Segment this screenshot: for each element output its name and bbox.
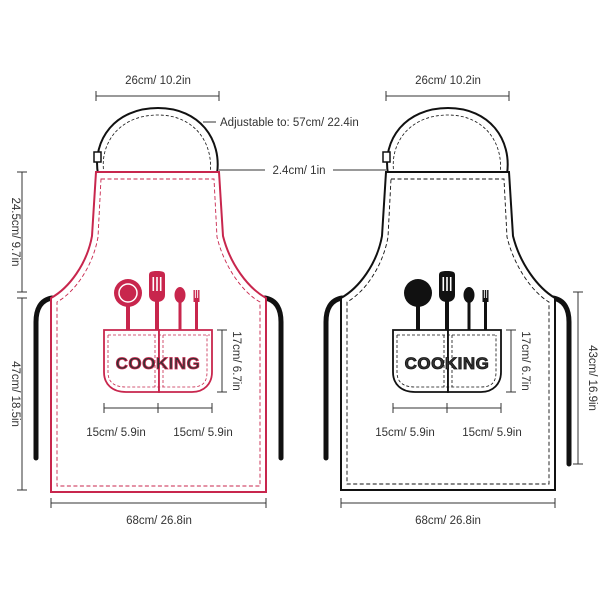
neck-width-label: 26cm/ 10.2in <box>125 75 191 87</box>
fork-icon <box>193 290 200 332</box>
utensil-set <box>404 271 489 332</box>
neck-strap <box>386 106 509 175</box>
strap-buckle-icon <box>93 151 102 163</box>
bottom-width-label: 68cm/ 26.8in <box>126 515 192 527</box>
pocket-left-width-label: 15cm/ 5.9in <box>86 427 145 439</box>
pocket-text: COOKING <box>405 354 490 373</box>
apron-stitching <box>56 178 261 487</box>
waist-tie-left <box>323 295 345 461</box>
strap-buckle-icon <box>382 151 391 163</box>
spoon-icon <box>463 287 475 332</box>
pocket-text: COOKING <box>116 354 201 373</box>
neck-strap <box>96 106 219 175</box>
strap-width-label: 2.4cm/ 1in <box>272 165 325 177</box>
spatula-icon <box>149 271 165 332</box>
dimension-lines <box>17 91 583 508</box>
pocket-left-width-label: 15cm/ 5.9in <box>375 427 434 439</box>
waist-tie-left <box>33 295 55 461</box>
bib-height-label: 24.5cm/ 9.7in <box>9 197 21 266</box>
apron-stitching <box>346 178 550 485</box>
frying-pan-icon <box>404 279 432 332</box>
pocket-stitching <box>396 334 497 388</box>
skirt-height-label: 47cm/ 18.5in <box>9 361 21 427</box>
spatula-icon <box>439 271 455 332</box>
fork-icon <box>482 290 489 332</box>
apron-pink: COOKING <box>33 106 284 493</box>
pocket-left <box>392 329 449 393</box>
pocket-left <box>103 329 160 393</box>
neck-width-label: 26cm/ 10.2in <box>415 75 481 87</box>
pocket-right-width-label: 15cm/ 5.9in <box>462 427 521 439</box>
pocket-height-label: 17cm/ 6.7in <box>519 331 531 390</box>
adjustable-label: Adjustable to: 57cm/ 22.4in <box>220 117 359 129</box>
bottom-width-label: 68cm/ 26.8in <box>415 515 481 527</box>
pocket-right-width-label: 15cm/ 5.9in <box>173 427 232 439</box>
apron-black: COOKING <box>323 106 572 491</box>
pocket-stitching <box>107 334 210 388</box>
frying-pan-icon <box>114 279 142 332</box>
waist-tie-right <box>262 295 284 461</box>
pocket-right <box>447 329 502 393</box>
spoon-icon <box>174 287 186 332</box>
utensil-set <box>114 271 200 332</box>
pocket-right <box>158 329 213 393</box>
waist-tie-right <box>550 295 572 467</box>
strap-length-label: 43cm/ 16.9in <box>586 345 598 411</box>
pocket-height-label: 17cm/ 6.7in <box>230 331 242 390</box>
